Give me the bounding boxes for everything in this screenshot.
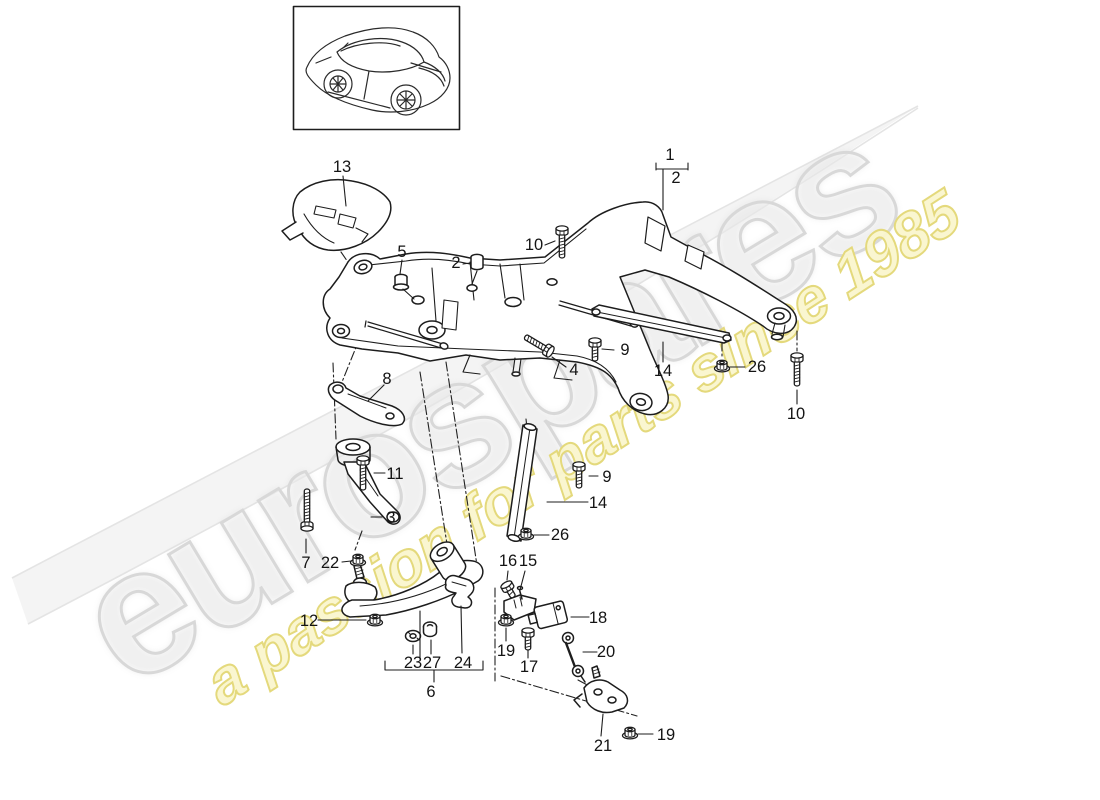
bolt-icon[interactable] (588, 337, 602, 362)
part-callout-16[interactable]: 16 (499, 552, 517, 570)
bolt-icon[interactable] (790, 352, 804, 387)
nut-icon[interactable] (713, 359, 731, 373)
part-callout-5[interactable]: 5 (397, 243, 406, 261)
part-heat-shield[interactable] (281, 178, 392, 252)
part-callout-18[interactable]: 18 (589, 609, 607, 627)
part-callout-21[interactable]: 21 (594, 737, 612, 755)
leader-lines (305, 162, 798, 737)
vehicle-thumbnail[interactable] (292, 5, 461, 131)
part-callout-15[interactable]: 15 (519, 552, 537, 570)
part-callout-6[interactable]: 6 (426, 683, 435, 701)
part-callout-9b[interactable]: 9 (602, 468, 611, 486)
nut-icon[interactable] (497, 613, 515, 627)
part-callout-2a[interactable]: 2 (671, 169, 680, 187)
part-callout-22[interactable]: 22 (321, 554, 339, 572)
bolt-icon[interactable] (522, 331, 556, 358)
nut-icon[interactable] (621, 726, 639, 740)
bolt-icon[interactable] (572, 461, 586, 489)
part-spacer-sleeve[interactable] (422, 621, 438, 638)
part-callout-26a[interactable]: 26 (748, 358, 766, 376)
group-bracket-6 (384, 660, 484, 683)
bolt-icon[interactable] (555, 225, 569, 259)
part-callout-24[interactable]: 24 (454, 654, 472, 672)
part-callout-12[interactable]: 12 (300, 612, 318, 630)
part-callout-11[interactable]: 11 (386, 465, 403, 483)
bolt-icon[interactable] (521, 627, 535, 651)
part-sensor-link[interactable] (561, 631, 586, 683)
part-level-sensor[interactable] (527, 600, 569, 630)
part-callout-9a[interactable]: 9 (620, 341, 629, 359)
part-control-arm[interactable] (341, 538, 484, 618)
part-callout-10b[interactable]: 10 (787, 405, 805, 423)
nut-icon[interactable] (349, 553, 367, 567)
bolt-icon[interactable] (500, 579, 519, 600)
part-rail-lower[interactable] (506, 422, 538, 543)
part-callout-7[interactable]: 7 (301, 554, 310, 572)
part-callout-26b[interactable]: 26 (551, 526, 569, 544)
vehicle-thumbnail-box[interactable] (292, 5, 461, 131)
part-washer[interactable] (404, 629, 422, 643)
part-sensor-bracket[interactable] (573, 665, 629, 714)
part-callout-27[interactable]: 27 (423, 654, 441, 672)
part-link-strut[interactable] (335, 438, 401, 525)
bolt-icon[interactable] (356, 455, 370, 491)
group-bracket-1-2 (655, 162, 689, 211)
part-callout-19a[interactable]: 19 (497, 642, 515, 660)
part-callout-19b[interactable]: 19 (657, 726, 675, 744)
part-cap-bushing-2[interactable] (470, 253, 484, 271)
part-callout-17[interactable]: 17 (520, 658, 538, 676)
part-callout-23[interactable]: 23 (404, 654, 422, 672)
nut-icon[interactable] (517, 527, 535, 541)
part-callout-1[interactable]: 1 (665, 146, 674, 164)
bolt-icon[interactable] (300, 488, 314, 532)
part-callout-14b[interactable]: 14 (589, 494, 607, 512)
part-callout-14a[interactable]: 14 (654, 362, 672, 380)
part-support-bracket[interactable] (327, 381, 406, 427)
part-callout-4[interactable]: 4 (569, 361, 578, 379)
part-callout-10a[interactable]: 10 (525, 236, 543, 254)
part-cap-bushing-5[interactable] (392, 273, 410, 291)
part-rail-upper[interactable] (591, 304, 732, 344)
part-cross-member[interactable] (322, 201, 798, 416)
part-callout-3[interactable]: 3 (386, 509, 395, 527)
part-callout-13[interactable]: 13 (333, 158, 351, 176)
part-clamp[interactable] (444, 574, 475, 609)
nut-icon[interactable] (366, 613, 384, 627)
part-callout-2b[interactable]: 2 (451, 254, 460, 272)
vehicle-thumbnail-car-icon (305, 27, 451, 116)
part-callout-20[interactable]: 20 (597, 643, 615, 661)
part-callout-8[interactable]: 8 (382, 370, 391, 388)
